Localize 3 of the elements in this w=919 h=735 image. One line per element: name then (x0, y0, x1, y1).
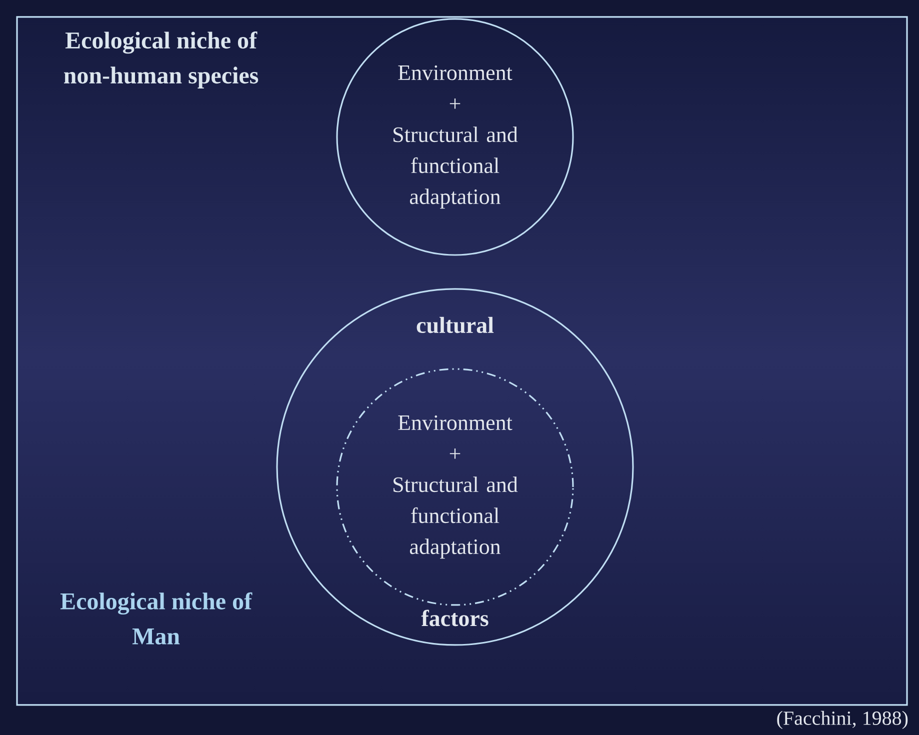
citation: (Facchini, 1988) (777, 710, 908, 730)
heading: Ecological niche of Man (60, 592, 252, 644)
heading: Ecological niche of non-human species (64, 31, 258, 88)
